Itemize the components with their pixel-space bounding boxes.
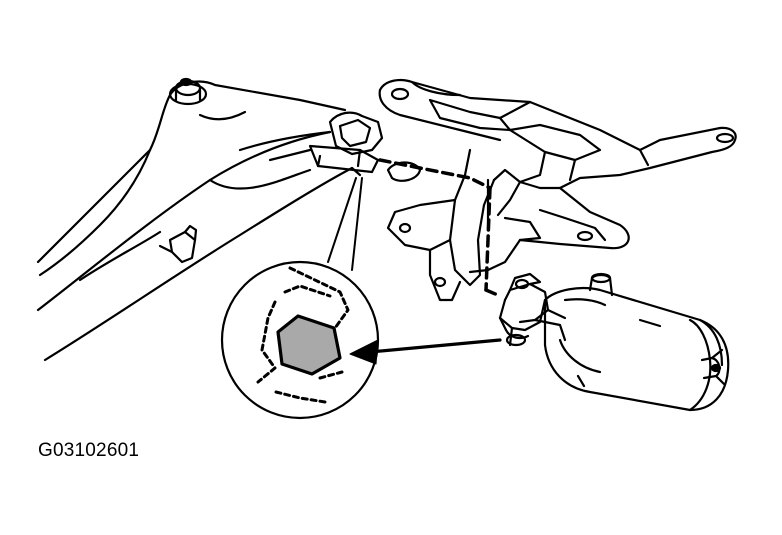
inset-leader-lines (327, 177, 363, 271)
linkage-socket (308, 111, 384, 177)
linkage-clip (158, 224, 198, 264)
pivot-bushing (168, 77, 208, 106)
mounting-bracket (378, 79, 737, 302)
hex-spindle (276, 314, 342, 376)
wiper-motor (498, 272, 730, 412)
figure-id-label: G03102601 (38, 440, 140, 461)
alignment-dashes (378, 158, 502, 298)
direction-arrow (349, 338, 502, 365)
